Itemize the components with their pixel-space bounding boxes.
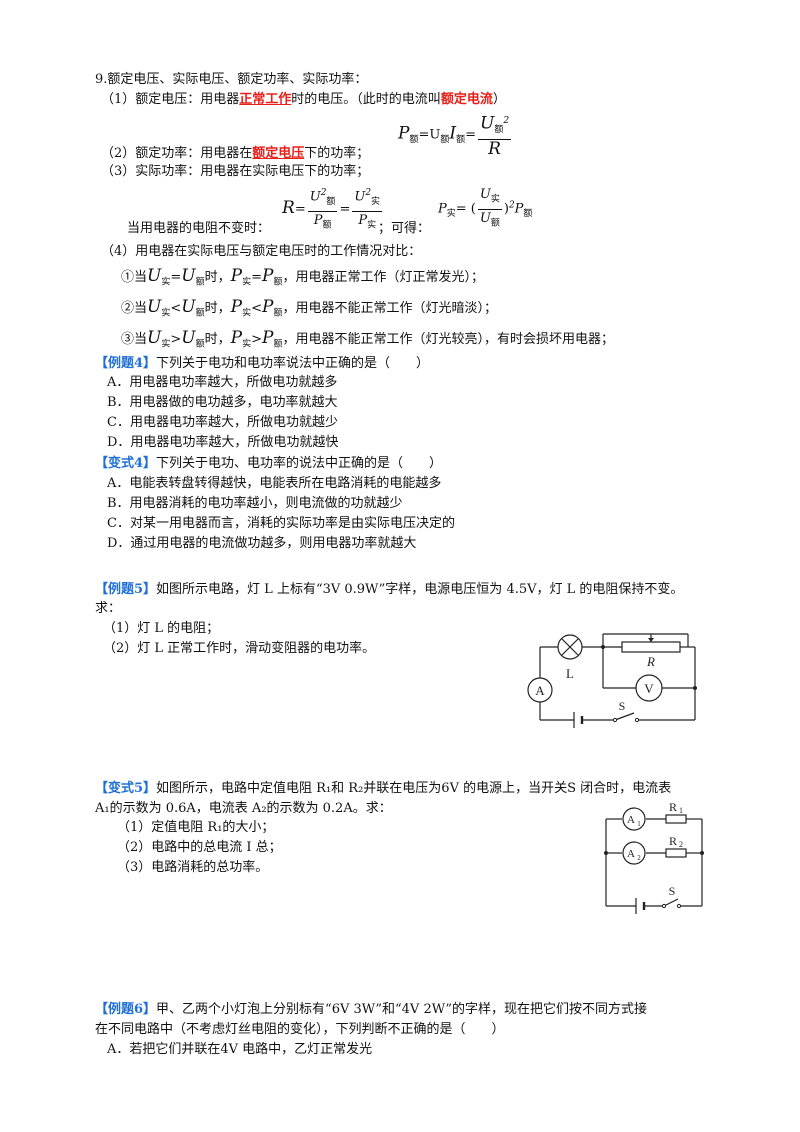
example4-stem: 【例题4】下列关于电功和电功率说法中正确的是（ ） — [95, 356, 430, 371]
example5-question-1: （1）灯 L 的电阻； — [103, 621, 220, 636]
example4-option-d: D．用电器电功率越大，所做电功就越快 — [107, 435, 339, 450]
svg-text:1: 1 — [637, 820, 641, 828]
variant5-tag: 【变式5】 — [95, 781, 157, 796]
example6-stem-line2: 在不同电路中（不考虑灯丝电阻的变化），下列判断不正确的是（ ） — [95, 1022, 505, 1037]
example4-option-b: B．用电器做的电功越多，电功率就越大 — [107, 395, 338, 410]
svg-text:V: V — [644, 681, 654, 696]
item-rated-voltage: （1）额定电压：用电器正常工作时的电压。（此时的电流叫额定电流） — [101, 92, 506, 107]
item-resistance-constant: 当用电器的电阻不变时： — [127, 221, 271, 236]
variant4-tag: 【变式4】 — [95, 456, 157, 471]
svg-text:2: 2 — [637, 854, 641, 862]
term-rated-current: 额定电流 — [440, 92, 493, 107]
resistor-r1-sub: 1 — [679, 806, 683, 815]
variant4-option-c: C．对某一用电器而言，消耗的实际功率是由实际电压决定的 — [107, 516, 455, 531]
text-can-get: ；可得： — [378, 221, 431, 236]
example6-tag: 【例题6】 — [95, 1002, 157, 1017]
resistor-r2-label: R — [669, 834, 677, 848]
ammeter-a1-icon: A 1 — [622, 807, 646, 831]
example5-circuit-diagram: A V L R S — [527, 633, 697, 728]
variant5-question-1: （1）定值电阻 R₁的大小； — [117, 820, 275, 835]
variant5-stem-line1: 【变式5】如图所示，电路中定值电阻 R₁和 R₂并联在电压为6V 的电源上，当开… — [95, 781, 672, 796]
variant4-option-a: A．电能表转盘转得越快，电能表所在电路消耗的电能越多 — [107, 476, 442, 491]
resistor-r1-label: R — [669, 800, 677, 814]
voltmeter-icon: V — [635, 674, 663, 702]
example4-option-a: A．用电器电功率越大，所做电功就越多 — [107, 375, 338, 390]
variant5-stem-line2: A₁的示数为 0.6A，电流表 A₂的示数为 0.2A。求： — [95, 801, 392, 816]
example4-tag: 【例题4】 — [95, 356, 157, 371]
example4-option-c: C．用电器电功率越大，所做电功就越少 — [107, 415, 338, 430]
variant4-option-b: B．用电器消耗的电功率越小，则电流做的功就越少 — [107, 496, 403, 511]
blank-normal-work: 正常工作 — [239, 92, 292, 107]
example6-stem-line1: 【例题6】甲、乙两个小灯泡上分别标有“6V 3W”和“4V 2W”的字样，现在把… — [95, 1002, 647, 1017]
section-title: 9.额定电压、实际电压、额定功率、实际功率： — [95, 72, 368, 87]
switch-label: S — [669, 884, 676, 898]
svg-text:A: A — [627, 848, 635, 860]
rheostat-label: R — [646, 654, 655, 669]
example5-question-2: （2）灯 L 正常工作时，滑动变阻器的电功率。 — [103, 641, 376, 656]
item-comparison: （4）用电器在实际电压与额定电压时的工作情况对比： — [101, 244, 422, 259]
svg-text:A: A — [535, 683, 545, 698]
lamp-label: L — [566, 666, 574, 681]
svg-text:A: A — [627, 814, 635, 826]
resistor-r2-sub: 2 — [679, 840, 683, 849]
rheostat-slider-icon — [648, 638, 654, 642]
variant4-option-d: D．通过用电器的电流做功越多，则用电器功率就越大 — [107, 536, 417, 551]
ammeter-icon: A — [527, 677, 553, 703]
example5-stem-line2: 求： — [95, 601, 122, 616]
variant5-circuit-diagram: A 1 A 2 R 1 R 2 S — [604, 800, 704, 914]
case-equal: ①当U实=U额时，P实=P额，用电器正常工作（灯正常发光）； — [121, 266, 484, 288]
item-actual-power: （3）实际功率：用电器在实际电压下的功率； — [101, 164, 370, 179]
example5-tag: 【例题5】 — [95, 582, 157, 597]
blank-rated-voltage: 额定电压 — [252, 146, 305, 161]
variant4-stem: 【变式4】下列关于电功、电功率的说法中正确的是（ ） — [95, 456, 443, 471]
case-greater: ③当U实>U额时，P实>P额，用电器不能正常工作（灯光较亮），有时会损坏用电器； — [121, 328, 614, 350]
variant5-question-2: （2）电路中的总电流 I 总； — [117, 840, 282, 855]
case-less: ②当U实<U额时，P实<P额，用电器不能正常工作（灯光暗淡）； — [121, 297, 497, 319]
example6-option-a: A．若把它们并联在4V 电路中，乙灯正常发光 — [107, 1042, 373, 1057]
item-rated-power: （2）额定功率：用电器在额定电压下的功率； — [101, 146, 370, 161]
switch-label: S — [619, 699, 626, 713]
lamp-icon — [557, 634, 583, 660]
ammeter-a2-icon: A 2 — [622, 841, 646, 865]
variant5-question-3: （3）电路消耗的总功率。 — [117, 860, 269, 875]
example5-stem-line1: 【例题5】如图所示电路，灯 L 上标有“3V 0.9W”字样，电源电压恒为 4.… — [95, 582, 684, 597]
